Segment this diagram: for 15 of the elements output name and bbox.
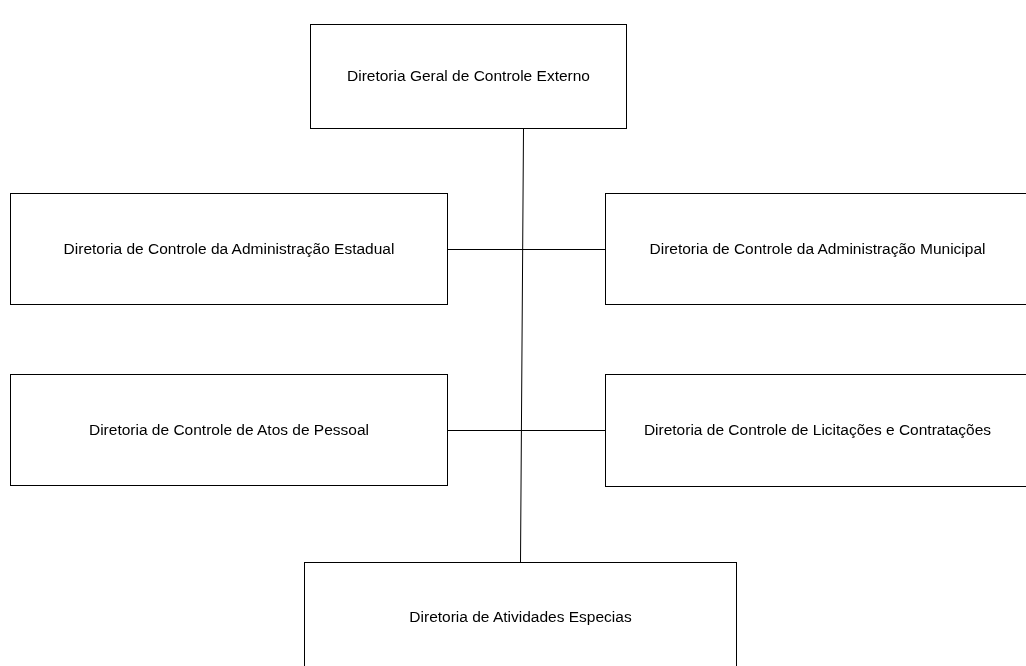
org-box [605, 374, 1026, 487]
connector-line [447, 249, 606, 250]
org-box [310, 24, 627, 129]
box-label: Diretoria de Controle da Administração Municipal [649, 238, 986, 259]
org-box [304, 562, 737, 666]
box-label: Diretoria de Controle de Licitações e Contratações [643, 420, 992, 441]
connector-line [520, 128, 524, 563]
box-label: Diretoria Geral de Controle Externo [347, 66, 590, 87]
box-label: Diretoria de Controle de Atos de Pessoal [89, 419, 369, 440]
box-label: Diretoria de Atividades Especias [409, 606, 632, 627]
org-box [605, 193, 1026, 305]
box-label: Diretoria de Controle da Administração Estadual [63, 238, 395, 259]
org-box [10, 193, 448, 305]
connector-line [447, 430, 606, 431]
org-box [10, 374, 448, 486]
